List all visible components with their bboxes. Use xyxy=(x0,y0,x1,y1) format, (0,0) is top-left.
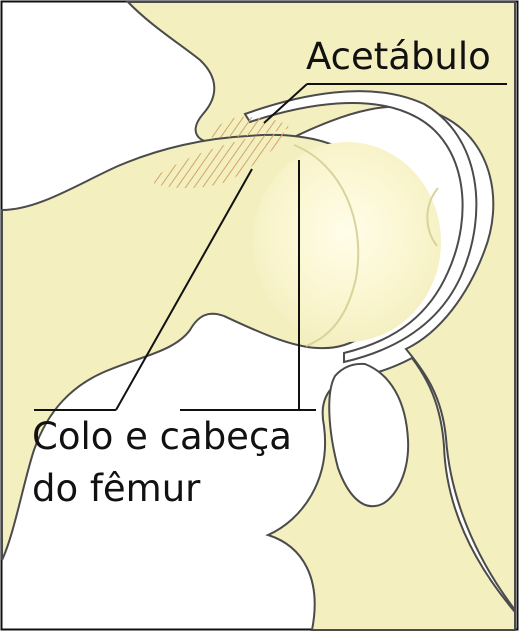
femur-label-line-2: do fêmur xyxy=(32,470,200,507)
femoral-head xyxy=(253,142,441,342)
acetabulum-label: Acetábulo xyxy=(306,38,491,75)
femur-label-line-1: Colo e cabeça xyxy=(32,418,292,455)
